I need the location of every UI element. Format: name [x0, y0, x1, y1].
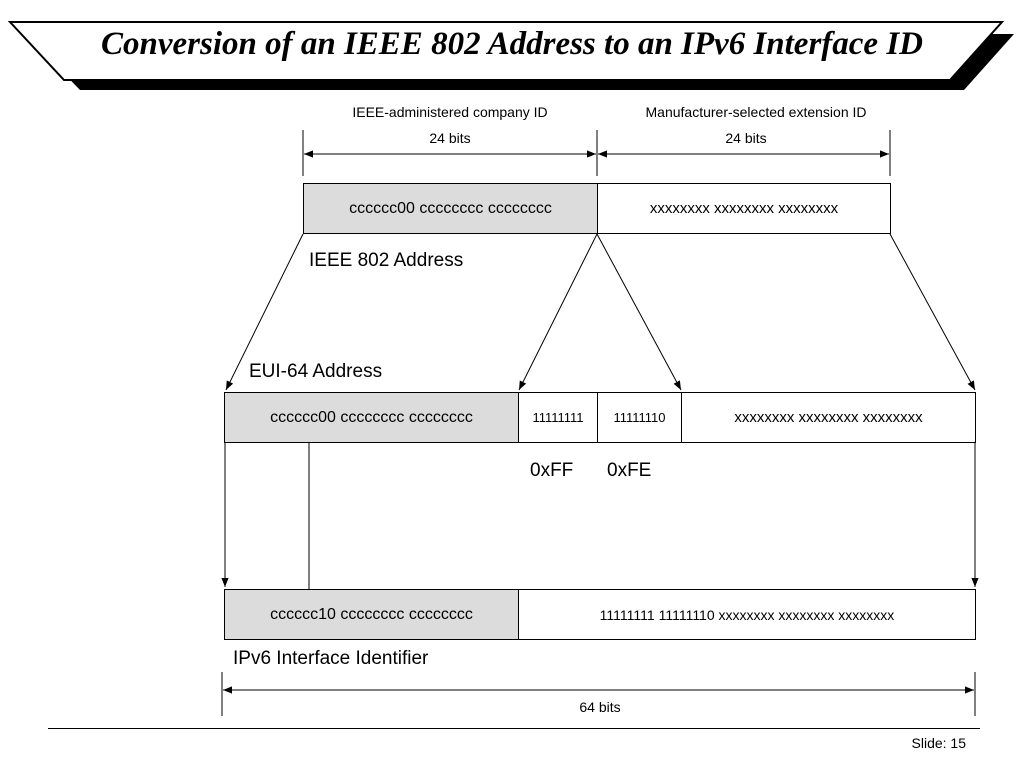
map-arrow-split-left [518, 233, 598, 391]
eui64-extension-field: xxxxxxxx xxxxxxxx xxxxxxxx [681, 392, 976, 443]
map-arrow-extension-right [889, 233, 976, 391]
ff-hex-label: 0xFF [530, 460, 574, 481]
company-id-label: IEEE-administered company ID [352, 104, 548, 120]
title-banner [7, 21, 1014, 90]
ieee802-caption: IEEE 802 Address [309, 250, 464, 271]
slide-title: Conversion of an IEEE 802 Address to an … [100, 26, 924, 62]
ieee802-extension-field: xxxxxxxx xxxxxxxx xxxxxxxx [597, 183, 891, 234]
footer-divider [48, 728, 980, 729]
eui64-ff-field: 11111111 [518, 392, 598, 443]
eui64-caption: EUI-64 Address [249, 361, 383, 382]
total-bits-label: 64 bits [579, 699, 621, 715]
ipv6-iid-caption: IPv6 Interface Identifier [233, 648, 429, 669]
ieee802-company-field: cccccc00 cccccccc cccccccc [303, 183, 598, 234]
slide-number: Slide: 15 [911, 735, 966, 751]
company-id-bits-label: 24 bits [429, 130, 471, 146]
ipv6-iid-company-field: cccccc10 cccccccc cccccccc [224, 589, 519, 640]
extension-id-label: Manufacturer-selected extension ID [645, 104, 867, 120]
eui64-company-field: cccccc00 cccccccc cccccccc [224, 392, 519, 443]
extension-id-bits-label: 24 bits [725, 130, 767, 146]
fe-hex-label: 0xFE [607, 460, 652, 481]
eui64-fe-field: 11111110 [597, 392, 682, 443]
map-arrow-split-right [596, 233, 682, 391]
map-arrow-company-left [225, 233, 304, 391]
ipv6-iid-rest-field: 11111111 11111110 xxxxxxxx xxxxxxxx xxxx… [518, 589, 976, 640]
